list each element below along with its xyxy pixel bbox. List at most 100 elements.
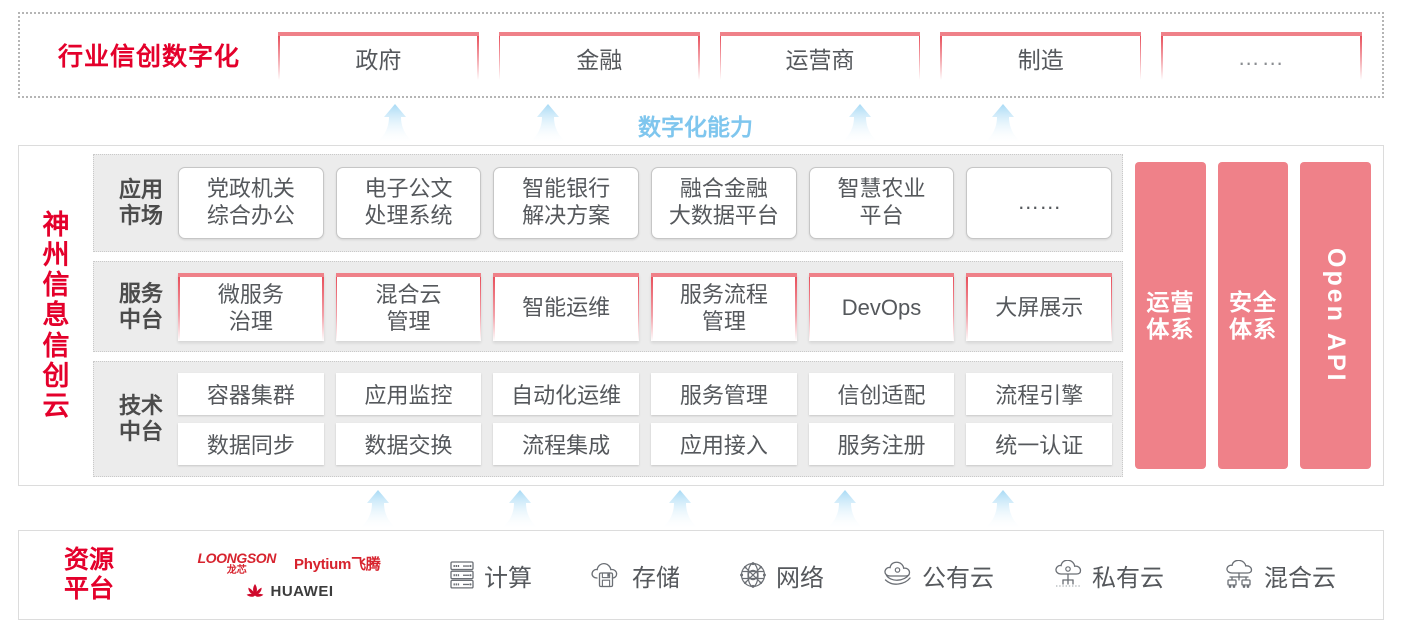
card-service-registration[interactable]: 服务注册 xyxy=(808,423,955,466)
pillar-security-system-label: 安全体系 xyxy=(1229,288,1277,342)
private-cloud-icon xyxy=(1055,560,1082,587)
pillar-open-api[interactable]: Open API xyxy=(1300,162,1372,469)
card-application-access[interactable]: 应用接入 xyxy=(651,423,797,466)
card-party-gov-office[interactable]: 党政机关综合办公 xyxy=(178,166,324,239)
card-unified-authentication[interactable]: 统一认证 xyxy=(966,423,1113,466)
card-automated-ops[interactable]: 自动化运维 xyxy=(493,373,640,416)
tier-service-platform: 服务 中台 微服务治理 混合云管理 智能运维 服务流程管理 DevOps 大屏展… xyxy=(93,260,1123,353)
pillar-operation-system-label: 运营体系 xyxy=(1146,288,1195,342)
resource-item-private-cloud[interactable]: 私有云 xyxy=(1052,558,1164,593)
technology-platform-row-1: 容器集群 应用监控 自动化运维 服务管理 信创适配 流程引擎 xyxy=(178,373,1113,416)
technology-platform-cards: 容器集群 应用监控 自动化运维 服务管理 信创适配 流程引擎 数据同步 数据交换… xyxy=(178,370,1113,468)
card-process-integration[interactable]: 流程集成 xyxy=(493,423,640,466)
brand-char-1: 神 xyxy=(42,209,70,240)
tier-label-application-market: 应用 市场 xyxy=(118,176,163,228)
public-cloud-icon xyxy=(884,561,911,585)
up-arrow-icon-7 xyxy=(658,490,702,530)
resource-uplift-arrow-strip xyxy=(18,486,1384,530)
card-application-market-more[interactable]: …… xyxy=(966,166,1113,239)
cloud-body: 应用 市场 党政机关综合办公 电子公文处理系统 智能银行解决方案 融合金融大数据… xyxy=(93,146,1383,485)
resource-item-network-label: 网络 xyxy=(776,564,824,592)
card-smart-bank-solution[interactable]: 智能银行解决方案 xyxy=(493,166,640,239)
card-fintech-bigdata-platform[interactable]: 融合金融大数据平台 xyxy=(651,166,797,239)
brand-char-5: 信 xyxy=(42,330,70,361)
resource-item-compute[interactable]: 计算 xyxy=(448,558,532,593)
vendor-logo-row-2: HUAWEI xyxy=(245,583,334,600)
digital-capability-strip: 数字化能力 xyxy=(18,102,1384,144)
card-service-process-management[interactable]: 服务流程管理 xyxy=(651,272,797,341)
resource-platform-panel: 资源 平台 LOONGSON 龙芯 Phytium飞腾 HUAWEI xyxy=(18,530,1384,620)
brand-char-4: 息 xyxy=(42,300,70,331)
card-big-screen-display[interactable]: 大屏展示 xyxy=(966,272,1113,341)
card-intelligent-ops[interactable]: 智能运维 xyxy=(493,272,640,341)
tier-application-market: 应用 市场 党政机关综合办公 电子公文处理系统 智能银行解决方案 融合金融大数据… xyxy=(93,154,1123,252)
loongson-logo: LOONGSON 龙芯 xyxy=(197,549,277,576)
card-application-monitoring[interactable]: 应用监控 xyxy=(335,373,482,416)
cloud-brand-vertical-title: 神 州 信 息 信 创 云 xyxy=(19,146,93,485)
digital-capability-label: 数字化能力 xyxy=(638,114,753,140)
cloud-storage-icon xyxy=(591,563,618,588)
card-hybrid-cloud-management[interactable]: 混合云管理 xyxy=(335,272,482,341)
resource-item-list: 计算 存储 xyxy=(419,558,1383,593)
huawei-flower-icon xyxy=(246,584,263,597)
up-arrow-icon-3 xyxy=(838,104,882,144)
up-arrow-icon-5 xyxy=(356,490,400,530)
pillar-operation-system[interactable]: 运营体系 xyxy=(1135,162,1206,469)
industry-box-more[interactable]: …… xyxy=(1161,32,1362,80)
brand-char-2: 州 xyxy=(42,239,70,270)
resource-item-storage[interactable]: 存储 xyxy=(590,558,680,593)
vendor-logo-row-1: LOONGSON 龙芯 Phytium飞腾 xyxy=(198,551,381,576)
network-globe-icon xyxy=(740,562,766,588)
resource-item-private-cloud-label: 私有云 xyxy=(1092,564,1164,592)
resource-platform-title: 资源 平台 xyxy=(63,545,114,604)
card-service-management[interactable]: 服务管理 xyxy=(651,373,797,416)
resource-item-compute-label: 计算 xyxy=(484,564,532,592)
card-edoc-system[interactable]: 电子公文处理系统 xyxy=(335,166,482,239)
industry-box-telecom[interactable]: 运营商 xyxy=(719,32,921,80)
resource-item-storage-label: 存储 xyxy=(632,564,680,592)
industry-box-manufacturing[interactable]: 制造 xyxy=(940,32,1142,80)
card-microservice-governance[interactable]: 微服务治理 xyxy=(178,272,324,341)
tier-label-technology-platform: 技术 中台 xyxy=(118,393,163,445)
huawei-logo: HUAWEI xyxy=(245,583,334,600)
up-arrow-icon-2 xyxy=(526,104,570,144)
card-smart-agriculture-platform[interactable]: 智慧农业平台 xyxy=(808,166,955,239)
industry-band-title: 行业信创数字化 xyxy=(57,43,240,71)
service-platform-cards: 微服务治理 混合云管理 智能运维 服务流程管理 DevOps 大屏展示 xyxy=(178,270,1113,344)
tier-list: 应用 市场 党政机关综合办公 电子公文处理系统 智能银行解决方案 融合金融大数据… xyxy=(93,154,1123,477)
pillar-security-system[interactable]: 安全体系 xyxy=(1217,162,1289,469)
up-arrow-icon-6 xyxy=(498,490,542,530)
server-icon xyxy=(450,561,474,589)
cloud-platform-panel: 神 州 信 息 信 创 云 应用 市场 党政机关综合办公 电子公文处理系统 xyxy=(18,145,1384,486)
tier-technology-platform: 技术 中台 容器集群 应用监控 自动化运维 服务管理 信创适配 流程引擎 xyxy=(93,361,1123,477)
resource-item-public-cloud[interactable]: 公有云 xyxy=(882,558,994,593)
up-arrow-icon-4 xyxy=(981,104,1025,144)
industry-box-government[interactable]: 政府 xyxy=(278,32,479,80)
resource-item-network[interactable]: 网络 xyxy=(738,558,824,593)
brand-char-3: 信 xyxy=(42,270,70,301)
card-devops[interactable]: DevOps xyxy=(808,272,955,341)
brand-char-7: 云 xyxy=(42,391,70,422)
industry-band: 行业信创数字化 政府 金融 运营商 制造 …… xyxy=(18,12,1384,98)
vendor-logo-list: LOONGSON 龙芯 Phytium飞腾 HUAWEI xyxy=(159,551,419,600)
card-container-cluster[interactable]: 容器集群 xyxy=(178,373,324,416)
tier-label-service-platform: 服务 中台 xyxy=(118,280,163,332)
card-process-engine[interactable]: 流程引擎 xyxy=(966,373,1113,416)
card-xinchuang-adaptation[interactable]: 信创适配 xyxy=(808,373,955,416)
phytium-logo: Phytium飞腾 xyxy=(294,555,381,573)
industry-box-list: 政府 金融 运营商 制造 …… xyxy=(278,14,1382,96)
resource-item-hybrid-cloud[interactable]: 混合云 xyxy=(1222,558,1336,593)
pillar-open-api-label: Open API xyxy=(1322,247,1351,384)
up-arrow-icon-8 xyxy=(823,490,867,530)
up-arrow-icon-9 xyxy=(981,490,1025,530)
resource-item-hybrid-cloud-label: 混合云 xyxy=(1264,564,1336,592)
resource-item-public-cloud-label: 公有云 xyxy=(922,564,994,592)
up-arrow-icon-1 xyxy=(373,104,417,144)
industry-box-finance[interactable]: 金融 xyxy=(498,32,700,80)
brand-char-6: 创 xyxy=(42,360,70,391)
card-data-exchange[interactable]: 数据交换 xyxy=(335,423,482,466)
hybrid-cloud-icon xyxy=(1226,560,1253,588)
application-market-cards: 党政机关综合办公 电子公文处理系统 智能银行解决方案 融合金融大数据平台 智慧农… xyxy=(178,163,1113,243)
card-data-sync[interactable]: 数据同步 xyxy=(178,423,324,466)
